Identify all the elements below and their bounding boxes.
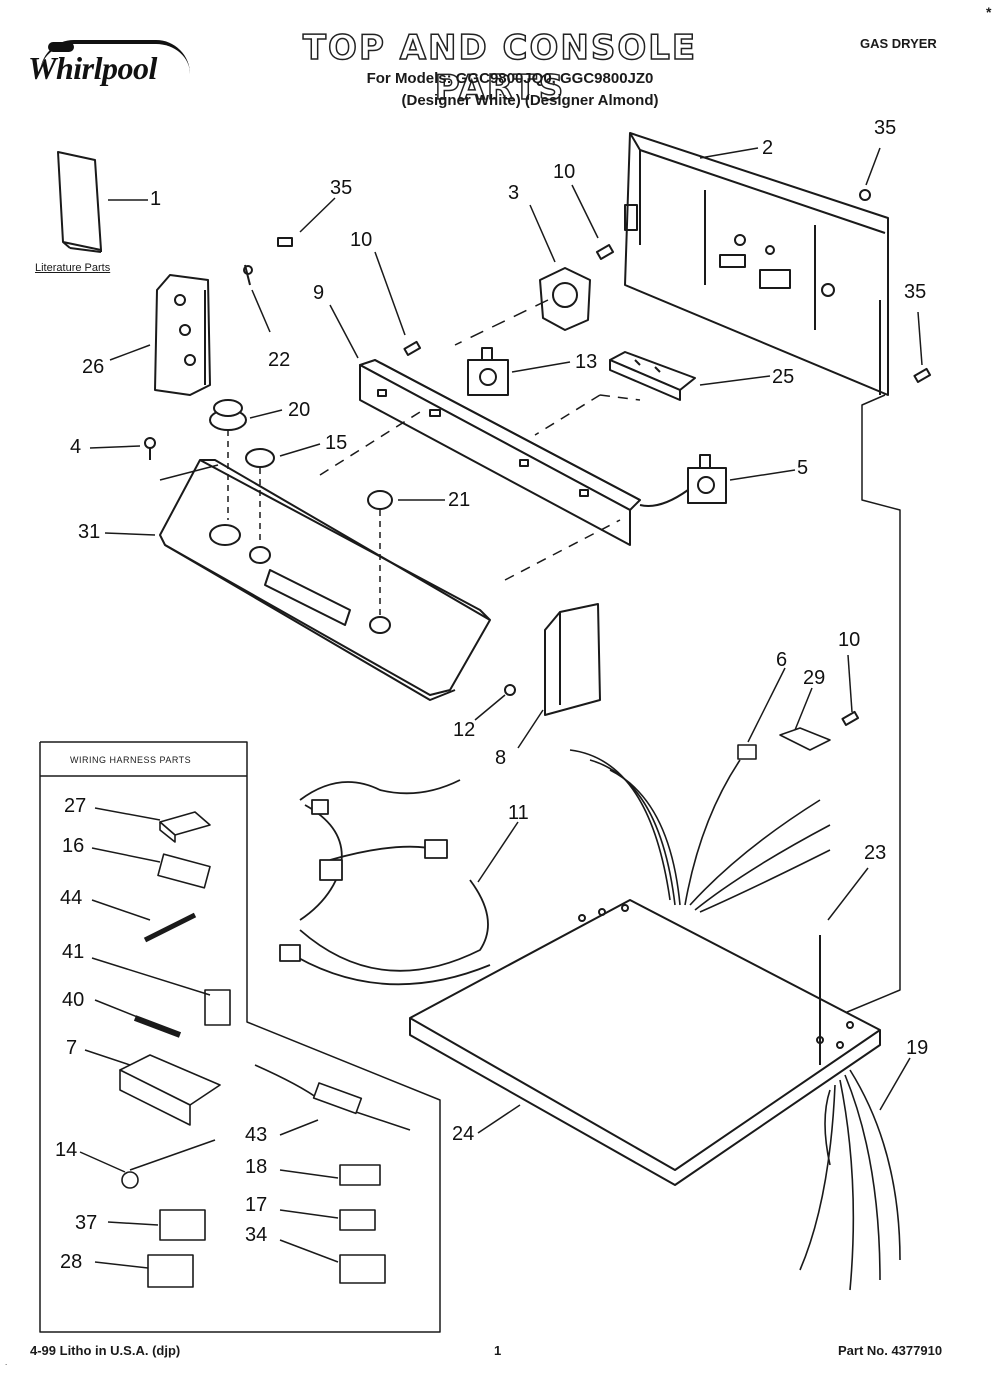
callout-2: 2	[762, 137, 774, 159]
callout-11: 11	[508, 802, 529, 824]
top-panel	[409, 899, 881, 1186]
corner-dot: .	[5, 1358, 8, 1367]
callout-23: 23	[864, 842, 887, 864]
callout-21: 21	[448, 489, 471, 511]
callout-16: 16	[62, 835, 85, 857]
callout-10-right: 10	[838, 629, 861, 651]
knob-20	[209, 399, 247, 520]
timer-part	[454, 267, 591, 346]
callout-14: 14	[55, 1139, 78, 1161]
callout-26: 26	[82, 356, 105, 378]
part-number: Part No. 4377910	[838, 1343, 943, 1358]
callout-28: 28	[60, 1251, 83, 1273]
screw-35	[859, 189, 932, 383]
appliance-type: GAS DRYER	[860, 36, 937, 51]
callout-5: 5	[797, 457, 809, 479]
callout-4: 4	[70, 436, 82, 458]
screw-12	[504, 684, 516, 696]
model-numbers: For Models: GGC9800JQ0, GGC9800JZ0	[366, 70, 654, 87]
page-title: TOP AND CONSOLE PARTS	[302, 27, 698, 109]
callout-31: 31	[78, 521, 101, 543]
callout-10-mid: 10	[350, 229, 373, 251]
callout-6: 6	[776, 649, 788, 671]
callout-25: 25	[772, 366, 795, 388]
callout-29: 29	[803, 667, 826, 689]
literature-booklet	[57, 151, 102, 253]
callout-43: 43	[245, 1124, 268, 1146]
harness-parts-box	[39, 741, 441, 1333]
callout-37: 37	[75, 1212, 98, 1234]
callout-27: 27	[64, 795, 87, 817]
screw-4	[144, 437, 156, 460]
literature-parts-label: Literature Parts	[35, 262, 111, 274]
callout-35-left: 35	[330, 177, 353, 199]
switch-part	[467, 347, 509, 396]
logo-badge	[48, 42, 74, 52]
callout-22: 22	[268, 349, 291, 371]
callout-34: 34	[245, 1224, 268, 1246]
wiring-harness	[279, 779, 491, 986]
callout-12: 12	[453, 719, 476, 741]
leader-lines	[79, 147, 923, 1269]
page-number: 1	[494, 1343, 502, 1358]
callout-13: 13	[575, 351, 598, 373]
selector-switch	[639, 454, 727, 507]
knob-21	[367, 490, 393, 615]
printing-info: 4-99 Litho in U.S.A. (djp)	[30, 1343, 181, 1358]
logo-swoosh	[40, 40, 190, 74]
console-bracket	[359, 359, 641, 546]
knob-15	[245, 448, 275, 545]
harness-connectors	[119, 811, 411, 1288]
brand-name: Whirlpool	[28, 50, 157, 86]
callout-24: 24	[452, 1123, 475, 1145]
push-button-switch	[534, 351, 696, 436]
callout-15: 15	[325, 432, 348, 454]
callout-17: 17	[245, 1194, 268, 1216]
screw-10	[403, 244, 860, 726]
whirlpool-logo: Whirlpool	[28, 40, 210, 102]
corner-mark: *	[986, 4, 992, 20]
console-panel	[159, 459, 491, 701]
callout-8: 8	[495, 747, 507, 769]
wire-bracket	[154, 274, 211, 396]
callout-19: 19	[906, 1037, 929, 1059]
callout-40: 40	[62, 989, 85, 1011]
callout-18: 18	[245, 1156, 268, 1178]
callout-1: 1	[150, 188, 162, 210]
end-cap	[544, 603, 601, 716]
harness-bundle	[569, 727, 831, 913]
wiring-harness-parts-label: WIRING HARNESS PARTS	[70, 755, 192, 765]
callout-7: 7	[66, 1037, 78, 1059]
wire-lead-assembly	[799, 1069, 901, 1291]
model-variants: (Designer White) (Designer Almond)	[401, 92, 659, 109]
callout-35-top: 35	[874, 117, 897, 139]
callout-10-top: 10	[553, 161, 576, 183]
callout-44: 44	[60, 887, 83, 909]
screw-22	[243, 237, 293, 286]
callout-35-right: 35	[904, 281, 927, 303]
callout-20: 20	[288, 399, 311, 421]
callout-3: 3	[508, 182, 520, 204]
console-back-panel	[624, 132, 889, 396]
callout-41: 41	[62, 941, 85, 963]
callout-9: 9	[313, 282, 325, 304]
